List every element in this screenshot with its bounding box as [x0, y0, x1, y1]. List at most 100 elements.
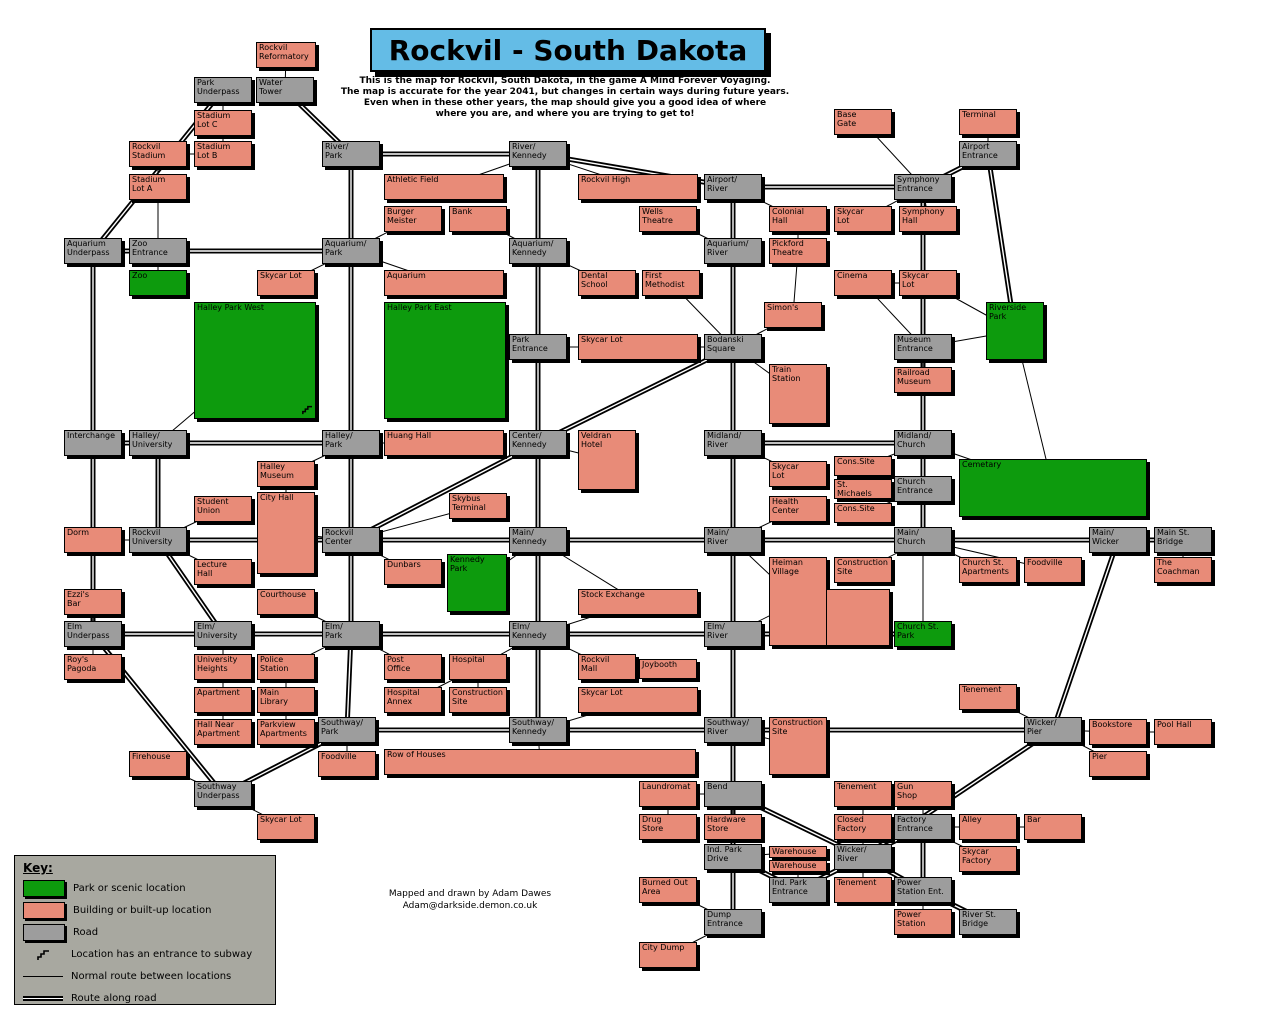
location-label: Parkview Apartments: [260, 720, 307, 738]
location-midland-church: Midland/ Church: [894, 430, 952, 456]
location-label: Bend: [707, 782, 728, 791]
location-pool-hall: Pool Hall: [1154, 719, 1212, 745]
location-label: Power Station: [897, 910, 926, 928]
location-label: First Methodist: [645, 271, 685, 289]
location-label: Ind. Park Entrance: [772, 878, 808, 896]
location-label: Halley Museum: [260, 462, 294, 480]
location-label: Zoo: [132, 271, 148, 280]
location-interchange: Interchange: [64, 430, 122, 456]
location-hospital: Hospital: [449, 654, 507, 680]
location-kennedy-park: Kennedy Park: [447, 554, 507, 612]
location-cemetary: Cemetary: [959, 459, 1147, 517]
location-skycar-lot-b: Skycar Lot: [257, 270, 315, 296]
location-label: Health Center: [772, 497, 799, 515]
location-label: Midland/ Church: [897, 431, 932, 449]
location-label: Roy's Pagoda: [67, 655, 97, 673]
location-label: Skycar Lot: [260, 815, 302, 824]
location-main-kennedy: Main/ Kennedy: [509, 527, 567, 553]
location-label: Heiman Village: [772, 558, 803, 576]
location-label: Factory Entrance: [897, 815, 933, 833]
park-swatch: [23, 880, 65, 897]
location-halley-park-east: Halley Park East: [384, 302, 506, 419]
location-label: Elm/ Park: [325, 622, 343, 640]
location-label: Skycar Lot: [260, 271, 302, 280]
location-warehouse-b: Warehouse: [769, 860, 827, 872]
normal-route-sample: [23, 976, 63, 977]
location-label: Museum Entrance: [897, 335, 933, 353]
location-skybus-terminal: Skybus Terminal: [449, 493, 507, 519]
location-wicker-pier: Wicker/ Pier: [1024, 717, 1082, 743]
location-wicker-river: Wicker/ River: [834, 844, 892, 870]
location-elm-university: Elm/ University: [194, 621, 252, 647]
location-construction-site-c: Construction Site: [769, 717, 827, 775]
location-label: Row of Houses: [387, 750, 446, 759]
location-river-kennedy: River/ Kennedy: [509, 141, 567, 167]
subway-icon: [23, 949, 63, 961]
credits-author: Mapped and drawn by Adam Dawes: [388, 889, 552, 899]
location-label: Pier: [1092, 752, 1108, 761]
legend-title: Key:: [23, 861, 53, 875]
location-label: Center/ Kennedy: [512, 431, 547, 449]
location-label: Colonial Hall: [772, 207, 805, 225]
location-label: Terminal: [962, 110, 996, 119]
location-label: Rockvil Stadium: [132, 142, 166, 160]
location-the-coachman: The Coachman: [1154, 557, 1212, 583]
location-label: Dorm: [67, 528, 89, 537]
location-heiman-village: Heiman Village: [769, 557, 827, 646]
location-label: Elm/ River: [707, 622, 728, 640]
location-wells-theatre: Wells Theatre: [639, 206, 697, 232]
location-label: Airport/ River: [707, 175, 738, 193]
location-terminal: Terminal: [959, 109, 1017, 135]
location-label: Tenement: [962, 685, 1002, 694]
location-st-michaels: St. Michaels: [834, 479, 892, 499]
legend-item-park: Park or scenic location: [23, 880, 267, 897]
location-label: Aquarium/ River: [707, 239, 749, 257]
location-southway-river: Southway/ River: [704, 717, 762, 743]
location-label: Bookstore: [1092, 720, 1133, 729]
location-ind-park-entrance: Ind. Park Entrance: [769, 877, 827, 903]
location-bodanski-square: Bodanski Square: [704, 334, 762, 360]
location-label: Skycar Lot: [581, 688, 623, 697]
location-tenement-a: Tenement: [959, 684, 1017, 710]
location-skycar-lot-f: Skycar Lot: [578, 687, 698, 713]
location-label: Tenement: [837, 878, 877, 887]
location-stadium-lot-c: Stadium Lot C: [194, 110, 252, 136]
subway-icon: [301, 405, 313, 418]
location-riverside-park: Riverside Park: [986, 302, 1044, 360]
location-label: Church St. Park: [897, 622, 939, 640]
map-title: Rockvil - South Dakota: [388, 33, 748, 67]
location-main-wicker: Main/ Wicker: [1089, 527, 1147, 553]
location-label: Airport Entrance: [962, 142, 998, 160]
location-label: Joybooth: [642, 660, 678, 669]
location-label: Halley Park East: [387, 303, 452, 312]
location-label: Construction Site: [837, 558, 888, 576]
location-label: Stadium Lot B: [197, 142, 231, 160]
location-label: Dump Entrance: [707, 910, 743, 928]
location-label: Rockvil Mall: [581, 655, 610, 673]
location-bar: Bar: [1024, 814, 1082, 840]
location-apartment: Apartment: [194, 687, 252, 713]
location-elm-river: Elm/ River: [704, 621, 762, 647]
location-bank: Bank: [449, 206, 507, 232]
location-colonial-hall: Colonial Hall: [769, 206, 827, 232]
location-label: Church Entrance: [897, 477, 933, 495]
location-label: Lecture Hall: [197, 560, 227, 578]
location-label: Rockvil University: [132, 528, 173, 546]
location-foodville-b: Foodville: [318, 751, 376, 777]
location-label: Burned Out Area: [642, 878, 688, 896]
location-label: University Heights: [197, 655, 238, 673]
location-health-center: Health Center: [769, 496, 827, 522]
location-airport-river: Airport/ River: [704, 174, 762, 200]
location-train-station: Train Station: [769, 364, 827, 424]
location-label: Elm Underpass: [67, 622, 110, 640]
location-skycar-lot-a: Skycar Lot: [834, 206, 892, 232]
legend-item-normal-route: Normal route between locations: [23, 968, 267, 985]
location-label: Main Library: [260, 688, 288, 706]
location-first-methodist: First Methodist: [642, 270, 700, 296]
location-label: Halley/ Park: [325, 431, 353, 449]
location-aquarium: Aquarium: [384, 270, 504, 296]
location-label: Elm/ University: [197, 622, 238, 640]
location-base-gate: Base Gate: [834, 109, 892, 135]
location-label: Skybus Terminal: [452, 494, 486, 512]
legend-label: Route along road: [71, 993, 157, 1004]
